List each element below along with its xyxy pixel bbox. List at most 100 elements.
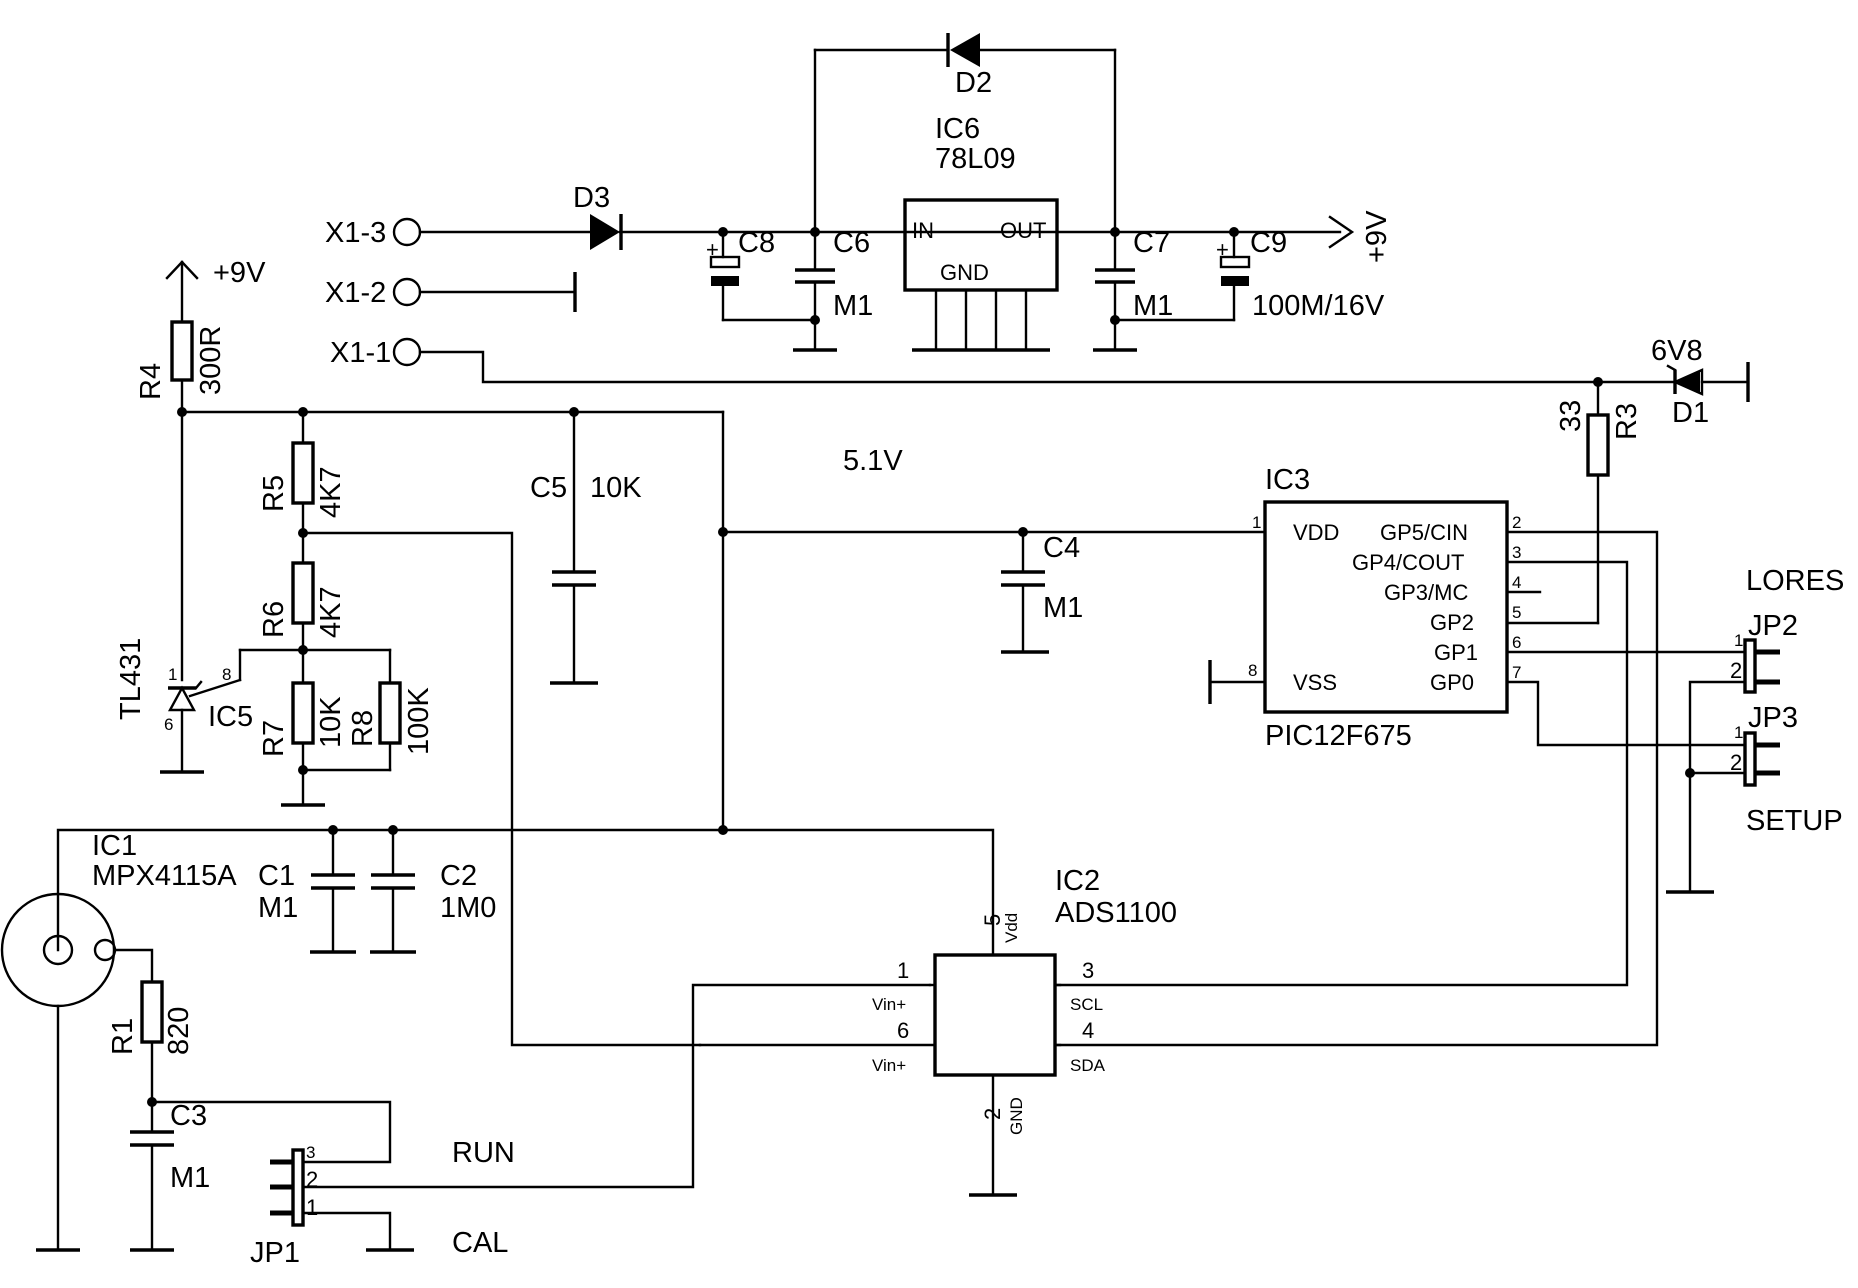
svg-text:IC1: IC1 <box>92 830 137 862</box>
svg-text:8: 8 <box>1248 661 1257 680</box>
svg-text:6: 6 <box>897 1018 909 1043</box>
svg-text:C6: C6 <box>833 227 870 259</box>
svg-text:M1: M1 <box>1133 290 1173 322</box>
svg-text:D3: D3 <box>573 182 610 214</box>
svg-text:GP1: GP1 <box>1434 640 1478 665</box>
capacitor-c4: C4 M1 <box>1001 530 1083 654</box>
svg-text:C4: C4 <box>1043 532 1080 564</box>
capacitor-c5: C5 10K <box>530 410 642 685</box>
label-x1-1: X1-1 <box>330 337 391 369</box>
svg-text:100M/16V: 100M/16V <box>1252 290 1385 322</box>
svg-text:10K: 10K <box>315 696 347 748</box>
svg-text:3: 3 <box>1512 543 1521 562</box>
svg-text:1M0: 1M0 <box>440 892 496 924</box>
svg-text:Vin+: Vin+ <box>872 995 906 1014</box>
svg-text:820: 820 <box>163 1007 195 1055</box>
svg-text:C8: C8 <box>738 227 775 259</box>
svg-text:C5: C5 <box>530 472 567 504</box>
svg-text:GND: GND <box>1007 1097 1026 1135</box>
svg-text:D1: D1 <box>1672 397 1709 429</box>
resistor-r4: R4 300R <box>135 320 227 414</box>
net-label-lores: LORES <box>1746 565 1844 597</box>
svg-text:3: 3 <box>1082 958 1094 983</box>
svg-text:300R: 300R <box>195 326 227 395</box>
svg-text:SCL: SCL <box>1070 995 1103 1014</box>
net-label-run: RUN <box>452 1137 515 1169</box>
resistor-r5: R5 4K7 <box>258 410 347 565</box>
svg-text:+: + <box>1216 237 1229 262</box>
svg-text:MPX4115A: MPX4115A <box>92 860 237 892</box>
svg-text:Vin+: Vin+ <box>872 1056 906 1075</box>
svg-text:IN: IN <box>912 218 934 243</box>
capacitor-c8: + C8 <box>706 227 817 322</box>
svg-text:JP3: JP3 <box>1748 702 1798 734</box>
svg-text:C7: C7 <box>1133 227 1170 259</box>
svg-text:R3: R3 <box>1611 403 1643 440</box>
svg-text:C3: C3 <box>170 1100 207 1132</box>
terminal-x1-1 <box>392 337 422 367</box>
svg-text:R4: R4 <box>135 363 167 400</box>
svg-text:C9: C9 <box>1250 227 1287 259</box>
diode-d2: D2 <box>946 33 992 99</box>
svg-text:6: 6 <box>1512 633 1521 652</box>
resistor-r8: R8 100K <box>301 648 435 772</box>
capacitor-c6: C6 M1 <box>793 227 873 352</box>
svg-text:1: 1 <box>1252 513 1261 532</box>
svg-text:C2: C2 <box>440 860 477 892</box>
svg-text:7: 7 <box>1512 663 1521 682</box>
svg-text:SDA: SDA <box>1070 1056 1106 1075</box>
svg-text:33: 33 <box>1555 400 1587 432</box>
svg-text:GP3/MC: GP3/MC <box>1384 580 1468 605</box>
svg-text:GP2: GP2 <box>1430 610 1474 635</box>
microcontroller-ic3: IC3 PIC12F675 VDD VSS GP5/CIN GP4/COUT G… <box>1248 464 1521 752</box>
capacitor-c2: C2 1M0 <box>370 828 496 954</box>
label-x1-2: X1-2 <box>325 277 386 309</box>
svg-text:M1: M1 <box>258 892 298 924</box>
svg-text:JP1: JP1 <box>250 1237 300 1269</box>
svg-text:R7: R7 <box>258 720 290 757</box>
net-label-cal: CAL <box>452 1227 508 1259</box>
svg-text:GP0: GP0 <box>1430 670 1474 695</box>
zener-d1: 6V8 D1 <box>1651 335 1750 429</box>
svg-text:4: 4 <box>1082 1018 1094 1043</box>
capacitor-c1: C1 M1 <box>258 828 356 954</box>
svg-text:M1: M1 <box>170 1162 210 1194</box>
svg-text:78L09: 78L09 <box>935 143 1016 175</box>
svg-text:6: 6 <box>164 715 173 734</box>
svg-text:6V8: 6V8 <box>1651 335 1703 367</box>
svg-text:Vdd: Vdd <box>1002 913 1021 943</box>
regulator-ic6: IN OUT GND IC6 78L09 <box>903 113 1059 352</box>
svg-text:GP4/COUT: GP4/COUT <box>1352 550 1464 575</box>
svg-text:1: 1 <box>1734 723 1743 742</box>
jumper-jp2: 1 2 JP2 <box>1730 610 1798 694</box>
capacitor-c7: C7 M1 <box>1093 227 1236 352</box>
svg-text:TL431: TL431 <box>115 638 147 720</box>
resistor-r6: R6 4K7 <box>258 561 347 685</box>
adc-ic2: IC2 ADS1100 Vdd Vin+ Vin+ SCL SDA GND 5 … <box>872 865 1177 1135</box>
connector-x1: X1-3 X1-2 X1-1 <box>325 217 422 369</box>
svg-text:M1: M1 <box>833 290 873 322</box>
svg-text:M1: M1 <box>1043 592 1083 624</box>
net-label-plus9v-left: +9V <box>213 257 266 289</box>
svg-text:3: 3 <box>306 1143 315 1162</box>
svg-text:1: 1 <box>306 1195 318 1220</box>
svg-text:1: 1 <box>897 958 909 983</box>
svg-text:IC2: IC2 <box>1055 865 1100 897</box>
svg-text:+: + <box>706 237 719 262</box>
svg-text:C1: C1 <box>258 860 295 892</box>
svg-text:2: 2 <box>1730 658 1742 683</box>
terminal-x1-3 <box>392 217 422 247</box>
diode-d3: D3 <box>573 182 623 250</box>
svg-text:1: 1 <box>1734 631 1743 650</box>
svg-text:1: 1 <box>168 665 177 684</box>
svg-text:IC5: IC5 <box>208 701 253 733</box>
svg-text:5: 5 <box>980 914 1005 926</box>
resistor-r7: R7 10K <box>258 681 347 807</box>
svg-text:100K: 100K <box>403 687 435 755</box>
svg-text:2: 2 <box>1730 750 1742 775</box>
terminal-x1-2 <box>392 277 422 307</box>
svg-text:4K7: 4K7 <box>315 586 347 638</box>
jumper-jp3: 1 2 JP3 <box>1730 702 1798 787</box>
svg-text:8: 8 <box>222 665 231 684</box>
svg-text:R6: R6 <box>258 601 290 638</box>
